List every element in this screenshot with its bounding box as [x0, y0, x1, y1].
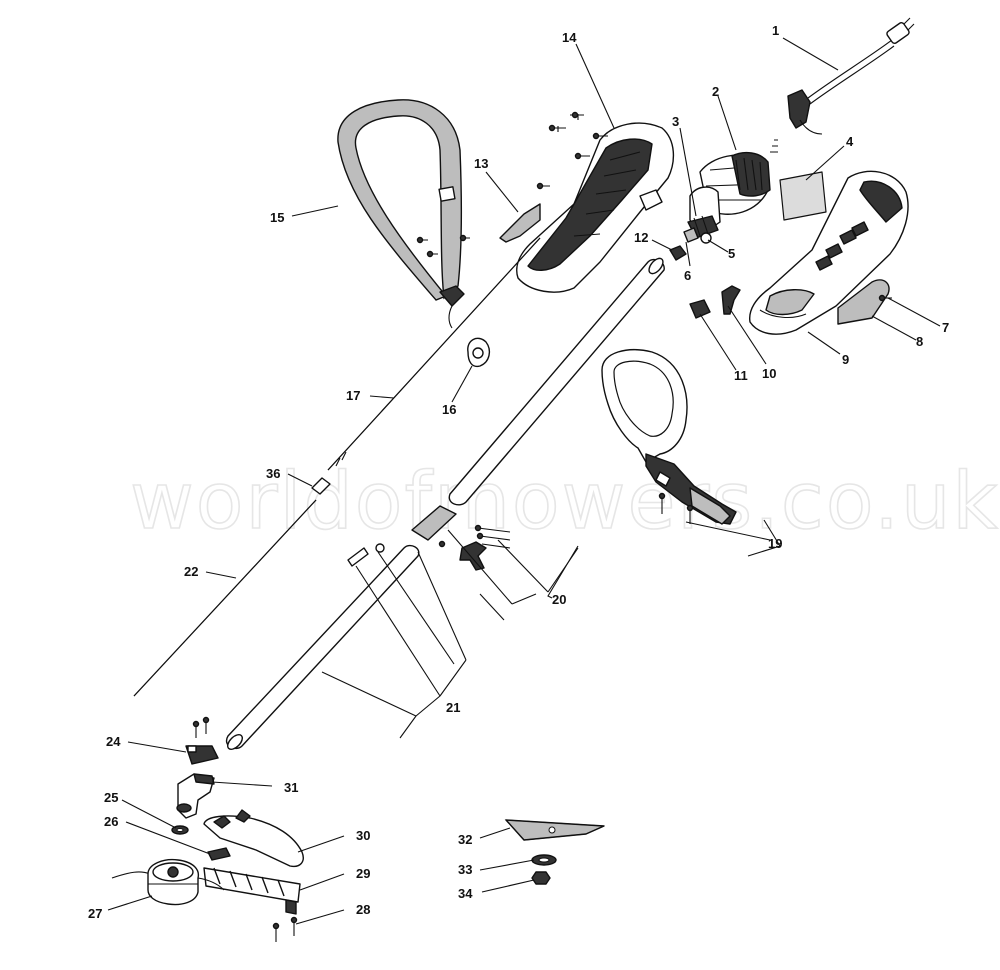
label-31: 31 — [284, 780, 298, 795]
label-11: 11 — [734, 368, 748, 383]
label-19: 19 — [768, 536, 782, 551]
lower-drive-shaft-icon — [133, 499, 317, 697]
switch-lever-icon — [721, 285, 741, 315]
label-15: 15 — [270, 210, 284, 225]
clamp-icon — [185, 716, 219, 765]
strap-ring-icon — [467, 337, 491, 368]
label-28: 28 — [356, 902, 370, 917]
label-4: 4 — [846, 134, 854, 149]
upper-tube-kit-icon — [411, 257, 665, 571]
label-14: 14 — [562, 30, 577, 45]
cover-plate-icon — [837, 279, 890, 325]
label-2: 2 — [712, 84, 719, 99]
label-29: 29 — [356, 866, 370, 881]
label-8: 8 — [916, 334, 923, 349]
cable-grommet-icon — [669, 245, 687, 261]
label-27: 27 — [88, 906, 102, 921]
shaft-coupler-icon — [311, 477, 331, 495]
label-13: 13 — [474, 156, 488, 171]
label-9: 9 — [842, 352, 849, 367]
clip-plate-icon — [499, 203, 541, 243]
switch-icon — [689, 299, 711, 319]
label-10: 10 — [762, 366, 776, 381]
power-cord-icon — [787, 17, 915, 135]
screw-icon — [536, 111, 608, 190]
label-6: 6 — [684, 268, 691, 283]
upper-drive-shaft-icon — [327, 237, 541, 471]
label-21: 21 — [446, 700, 460, 715]
label-30: 30 — [356, 828, 370, 843]
label-12: 12 — [634, 230, 648, 245]
gearbox-icon — [176, 773, 215, 819]
brush-blade-icon — [504, 819, 605, 841]
housing-half-icon — [516, 111, 675, 293]
screw-icon — [658, 492, 694, 524]
motor-icon — [689, 139, 778, 229]
shoulder-strap-icon — [337, 99, 470, 329]
label-25: 25 — [104, 790, 118, 805]
nut-icon — [531, 871, 551, 885]
screw-icon — [416, 234, 470, 258]
label-33: 33 — [458, 862, 472, 877]
label-34: 34 — [458, 886, 473, 901]
blade-washer-icon — [531, 854, 557, 866]
label-3: 3 — [672, 114, 679, 129]
label-32: 32 — [458, 832, 472, 847]
loop-handle-icon — [601, 349, 737, 525]
screw-icon — [878, 294, 892, 302]
label-7: 7 — [942, 320, 949, 335]
label-36: 36 — [266, 466, 280, 481]
guard-skirt-icon — [203, 867, 301, 915]
drive-coupling-icon — [683, 227, 699, 243]
label-24: 24 — [106, 734, 121, 749]
trimmer-spool-head-icon — [111, 858, 225, 906]
lower-tube-kit-icon — [225, 543, 420, 750]
screw-icon — [438, 524, 511, 549]
label-20: 20 — [552, 592, 566, 607]
bracket-icon — [207, 847, 231, 861]
label-16: 16 — [442, 402, 456, 417]
label-22: 22 — [184, 564, 198, 579]
label-sticker-icon — [779, 171, 827, 221]
housing-half-icon — [749, 170, 909, 335]
screw-icon — [272, 916, 298, 942]
label-17: 17 — [346, 388, 360, 403]
leader-lines — [107, 37, 941, 925]
part-labels: 1 2 3 4 5 6 7 8 9 10 11 12 13 14 15 16 1… — [88, 23, 949, 921]
label-1: 1 — [772, 23, 779, 38]
screw-icon — [192, 716, 210, 738]
label-26: 26 — [104, 814, 118, 829]
label-5: 5 — [728, 246, 735, 261]
guard-icon — [203, 809, 304, 868]
watermark: worldofmowers.co.uk — [130, 457, 1000, 547]
